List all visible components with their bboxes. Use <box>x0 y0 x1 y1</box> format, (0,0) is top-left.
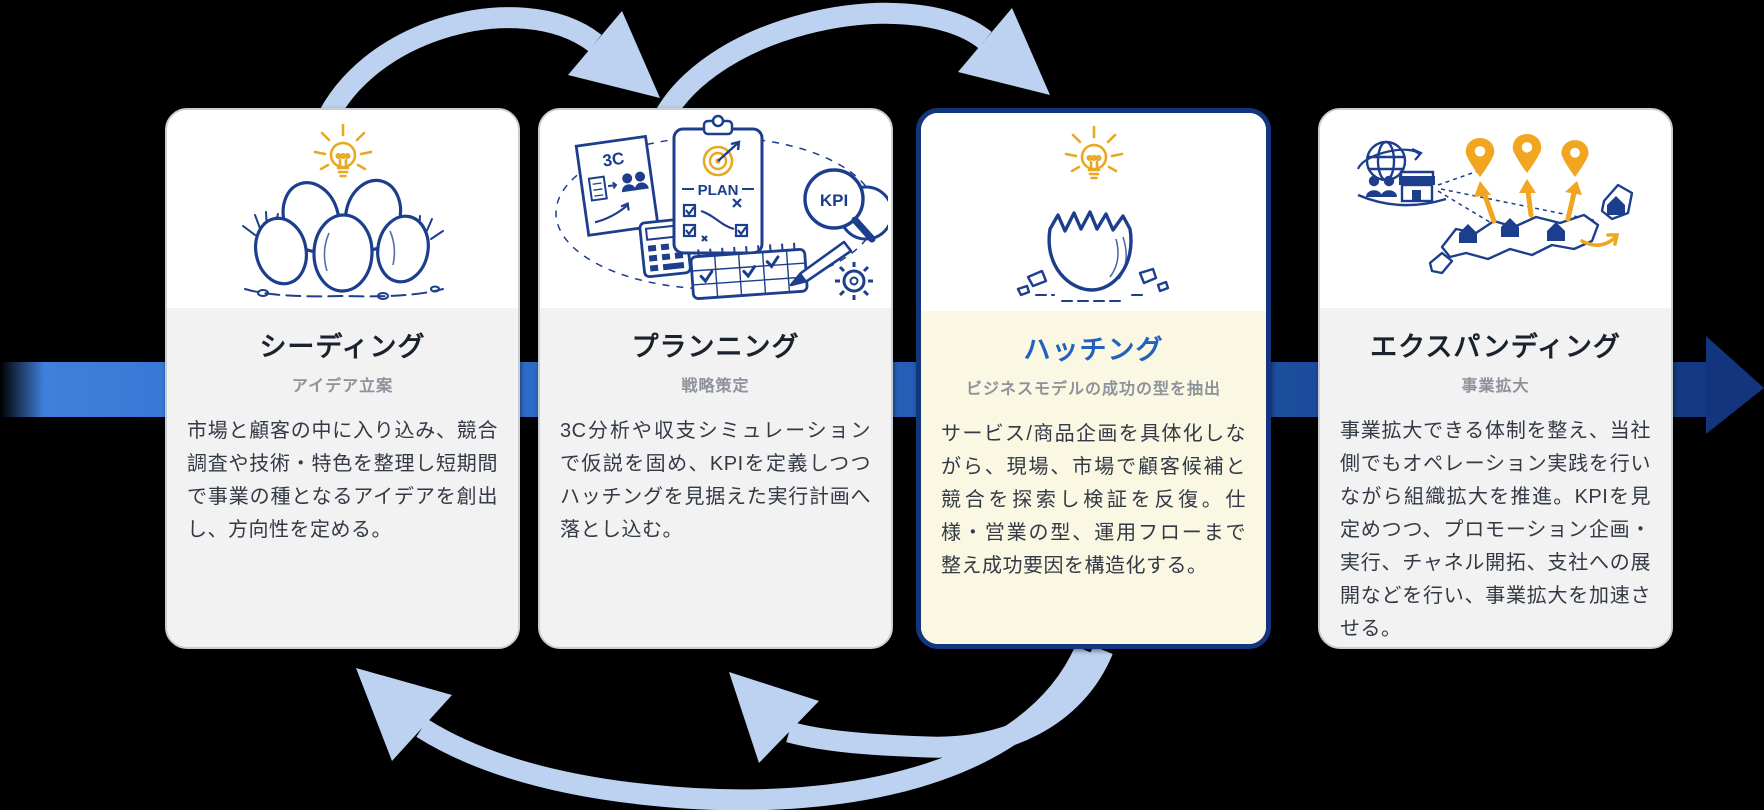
planning-tools-icon: 3C <box>554 114 888 300</box>
stage-title-planning: プランニング <box>631 332 800 362</box>
hatching-text-section: ハッチング ビジネスモデルの成功の型を抽出 サービス/商品企画を具体化しながら、… <box>921 311 1266 644</box>
stage-description-seeding: 市場と顧客の中に入り込み、競合調査や技術・特色を整理し短期間で事業の種となるアイ… <box>187 420 498 542</box>
stage-card-expanding: エクスパンディング 事業拡大 事業拡大できる体制を整え、当社側でもオペレーション… <box>1318 108 1673 649</box>
plan-clipboard-icon: PLAN <box>672 114 763 255</box>
base-swoosh <box>1357 193 1446 207</box>
planning-text-section: プランニング 戦略策定 3C分析や収支シミュレーションで仮説を固め、KPIを定義… <box>540 308 891 647</box>
stage-card-hatching: ハッチング ビジネスモデルの成功の型を抽出 サービス/商品企画を具体化しながら、… <box>916 108 1271 649</box>
expanding-illustration <box>1320 110 1671 308</box>
stage-description-expanding: 事業拡大できる体制を整え、当社側でもオペレーション実践を行いながら組織拡大を推進… <box>1340 420 1651 641</box>
hatching-illustration <box>921 113 1266 311</box>
stage-title-hatching: ハッチング <box>1023 335 1164 365</box>
gear-icon <box>834 262 873 300</box>
svg-text:PLAN: PLAN <box>697 182 738 199</box>
expansion-map-icon <box>1356 134 1633 275</box>
stage-title-seeding: シーディング <box>259 332 426 362</box>
expansion-arrows <box>1473 179 1619 247</box>
svg-text:3C: 3C <box>601 149 625 171</box>
loop-arrow-bottom-long <box>356 645 1095 810</box>
svg-text:KPI: KPI <box>819 191 847 210</box>
hatched-egg-icon <box>1016 125 1169 302</box>
map-pin-icons <box>1465 134 1588 177</box>
loop-arrow-top-1 <box>307 7 660 146</box>
stage-subtitle-expanding: 事業拡大 <box>1461 378 1530 396</box>
seeding-text-section: シーディング アイデア立案 市場と顧客の中に入り込み、競合調査や技術・特色を整理… <box>167 308 518 647</box>
eggshell <box>1046 210 1133 292</box>
planning-illustration: 3C <box>540 110 891 308</box>
three-c-card-icon: 3C <box>574 134 660 237</box>
store-icon <box>1398 170 1435 203</box>
stage-card-planning: 3C <box>538 108 893 649</box>
stage-title-expanding: エクスパンディング <box>1370 332 1621 362</box>
calendar-icon <box>689 242 808 300</box>
stage-subtitle-hatching: ビジネスモデルの成功の型を抽出 <box>965 381 1221 399</box>
globe-icon <box>1356 140 1423 182</box>
loop-arrow-bottom-short <box>729 645 1113 763</box>
seeding-illustration <box>167 110 518 308</box>
pen-icon <box>789 240 852 287</box>
eggs-icon <box>241 123 444 300</box>
stage-subtitle-planning: 戦略策定 <box>681 378 750 396</box>
kpi-magnifier-icon: KPI <box>802 168 888 243</box>
expanding-text-section: エクスパンディング 事業拡大 事業拡大できる体制を整え、当社側でもオペレーション… <box>1320 308 1671 647</box>
loop-arrow-top-2 <box>644 2 1050 142</box>
stage-description-planning: 3C分析や収支シミュレーションで仮説を固め、KPIを定義しつつハッチングを見据え… <box>560 420 871 542</box>
stage-subtitle-seeding: アイデア立案 <box>291 378 394 396</box>
stage-description-hatching: サービス/商品企画を具体化しながら、現場、市場で顧客候補と競合を探索し検証を反復… <box>941 423 1246 578</box>
stage-card-seeding: シーディング アイデア立案 市場と顧客の中に入り込み、競合調査や技術・特色を整理… <box>165 108 520 649</box>
reach-lines <box>1437 170 1598 228</box>
